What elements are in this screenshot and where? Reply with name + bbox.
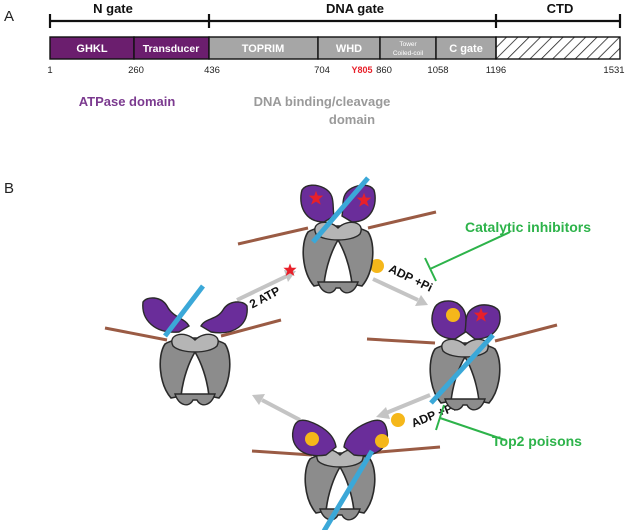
region-ctd: CTD — [496, 1, 622, 28]
adp-dot-icon — [446, 308, 460, 322]
domain-label-coiled-coil: Coiled-coil — [393, 50, 424, 57]
position-860: 860 — [376, 65, 392, 76]
complex-atp-bound — [237, 176, 437, 294]
position-labels: 1 260 436 704 860 1058 1196 1531 — [47, 65, 624, 76]
domain-label-ghkl: GHKL — [76, 43, 107, 55]
complex-post-hydrolysis — [251, 419, 441, 530]
catalytic-inhibitors-label: Catalytic inhibitors — [465, 219, 591, 235]
star-icon — [283, 263, 297, 277]
star-icon — [308, 190, 324, 205]
arrow-icon — [372, 277, 428, 306]
position-1: 1 — [47, 65, 52, 76]
complex-adp-bound — [366, 300, 558, 411]
panel-label-b: B — [4, 180, 14, 197]
region-label-n-gate: N gate — [93, 1, 133, 16]
top2-poisons-label: Top2 poisons — [492, 433, 582, 449]
domain-bar: GHKL Transducer TOPRIM WHD Tower Coiled-… — [49, 36, 621, 60]
domain-ctd-hatched — [495, 36, 621, 60]
inhibition-bar-icon — [424, 231, 511, 282]
complex-open-apo — [104, 284, 282, 406]
position-260: 260 — [128, 65, 144, 76]
domain-label-whd: WHD — [336, 43, 362, 55]
region-label-dna-gate: DNA gate — [326, 1, 384, 16]
star-icon — [356, 192, 372, 207]
adp-dot-icon — [305, 432, 319, 446]
position-1196: 1196 — [486, 65, 506, 76]
domain-label-tower: Tower — [399, 41, 417, 48]
atpase-domain-label: ATPase domain — [79, 94, 176, 109]
cycle-arrows — [236, 270, 431, 422]
position-1058: 1058 — [427, 65, 448, 76]
dna-binding-label-line1: DNA binding/cleavage — [254, 94, 391, 109]
star-icon — [473, 307, 489, 322]
adp-dot-icon — [375, 434, 389, 448]
inhibition-bar-icon — [435, 404, 506, 441]
dna-binding-label-line2: domain — [329, 112, 375, 127]
position-436: 436 — [204, 65, 220, 76]
region-label-ctd: CTD — [547, 1, 574, 16]
position-1531: 1531 — [603, 65, 624, 76]
adp-dot-icon — [370, 259, 384, 273]
position-704: 704 — [314, 65, 330, 76]
arrow-icon — [376, 393, 431, 419]
domain-label-c-gate: C gate — [449, 43, 483, 55]
adp-dot-icon — [391, 413, 405, 427]
arrow-icon — [252, 394, 301, 422]
region-n-gate: N gate — [48, 1, 211, 28]
mutation-label-y805: Y805 — [351, 65, 372, 75]
panel-label-a: A — [4, 8, 14, 25]
domain-label-toprim: TOPRIM — [242, 43, 285, 55]
domain-label-transducer: Transducer — [143, 43, 200, 55]
region-dna-gate: DNA gate — [209, 1, 498, 28]
